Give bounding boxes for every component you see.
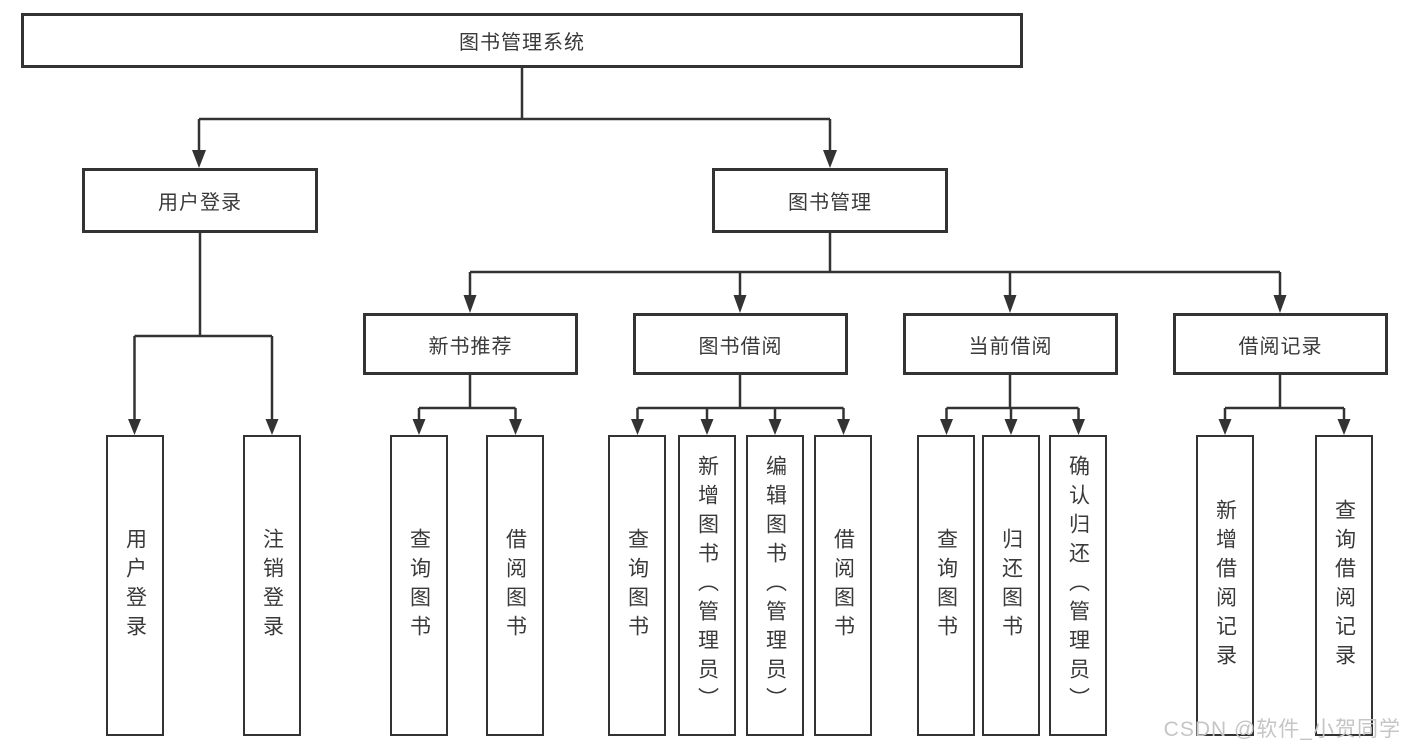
node-leaf-query-books-borrowing: 查询图书 [608,435,666,736]
arrowhead [1004,419,1018,435]
leaf-label: 确认归还（管理员） [1066,455,1090,716]
node-leaf-return-books: 归还图书 [982,435,1040,736]
node-borrowing-records: 借阅记录 [1173,313,1388,375]
connector-recommend-to-leaves [417,375,517,421]
arrowhead [1273,295,1287,313]
node-leaf-add-borrow-record: 新增借阅记录 [1196,435,1254,736]
leaf-label: 查询借阅记录 [1332,498,1356,673]
node-leaf-add-book-admin: 新增图书（管理员） [678,435,736,736]
arrowhead [128,419,141,435]
connector-user-login-to-leaves [133,233,274,421]
node-user-login: 用户登录 [82,168,318,233]
leaf-label: 新增图书（管理员） [695,455,719,716]
leaf-label: 新增借阅记录 [1213,498,1237,673]
arrowhead [631,419,644,435]
leaf-label: 注销登录 [260,527,284,644]
arrowhead [1218,419,1232,435]
node-leaf-confirm-return-admin: 确认归还（管理员） [1049,435,1107,736]
watermark: CSDN @软件_小贺同学 [1163,718,1401,741]
arrowhead [837,419,850,435]
leaf-label: 查询图书 [934,527,958,644]
node-book-management: 图书管理 [712,168,948,233]
node-leaf-query-books-recommend: 查询图书 [390,435,448,736]
arrowhead [265,419,279,435]
node-root: 图书管理系统 [21,13,1023,68]
connector-borrowing-to-leaves [636,375,845,421]
connector-records-to-leaves [1223,375,1346,421]
node-leaf-borrow-books-borrowing: 借阅图书 [814,435,872,736]
arrowhead [463,295,477,313]
arrowhead [192,150,206,168]
leaf-label: 查询图书 [625,527,649,644]
node-leaf-query-borrow-record: 查询借阅记录 [1315,435,1373,736]
arrowhead [1072,419,1085,435]
arrowhead [768,419,782,435]
leaf-label: 借阅图书 [831,527,855,644]
arrowhead [733,295,747,313]
arrowhead [1003,295,1017,313]
node-new-book-recommendation: 新书推荐 [363,313,578,375]
leaf-label: 查询图书 [407,527,431,644]
node-book-borrowing: 图书借阅 [633,313,848,375]
leaf-label: 归还图书 [999,527,1023,644]
arrowhead [412,419,426,435]
node-leaf-user-login: 用户登录 [106,435,164,736]
node-leaf-logout: 注销登录 [243,435,301,736]
connector-current-to-leaves [945,375,1080,421]
arrowheads [128,150,1351,435]
arrowhead [509,419,522,435]
arrowhead [940,419,953,435]
node-leaf-edit-book-admin: 编辑图书（管理员） [746,435,804,736]
node-leaf-borrow-books-recommend: 借阅图书 [486,435,544,736]
connector-management-to-level3 [468,233,1282,297]
node-current-borrowing: 当前借阅 [903,313,1118,375]
node-leaf-query-books-current: 查询图书 [917,435,975,736]
arrowhead [823,150,837,168]
leaf-label: 用户登录 [123,527,147,644]
arrowhead [1337,419,1351,435]
arrowhead [700,419,714,435]
leaf-label: 编辑图书（管理员） [763,455,787,716]
leaf-label: 借阅图书 [503,527,527,644]
connector-root-to-level2 [197,68,832,152]
